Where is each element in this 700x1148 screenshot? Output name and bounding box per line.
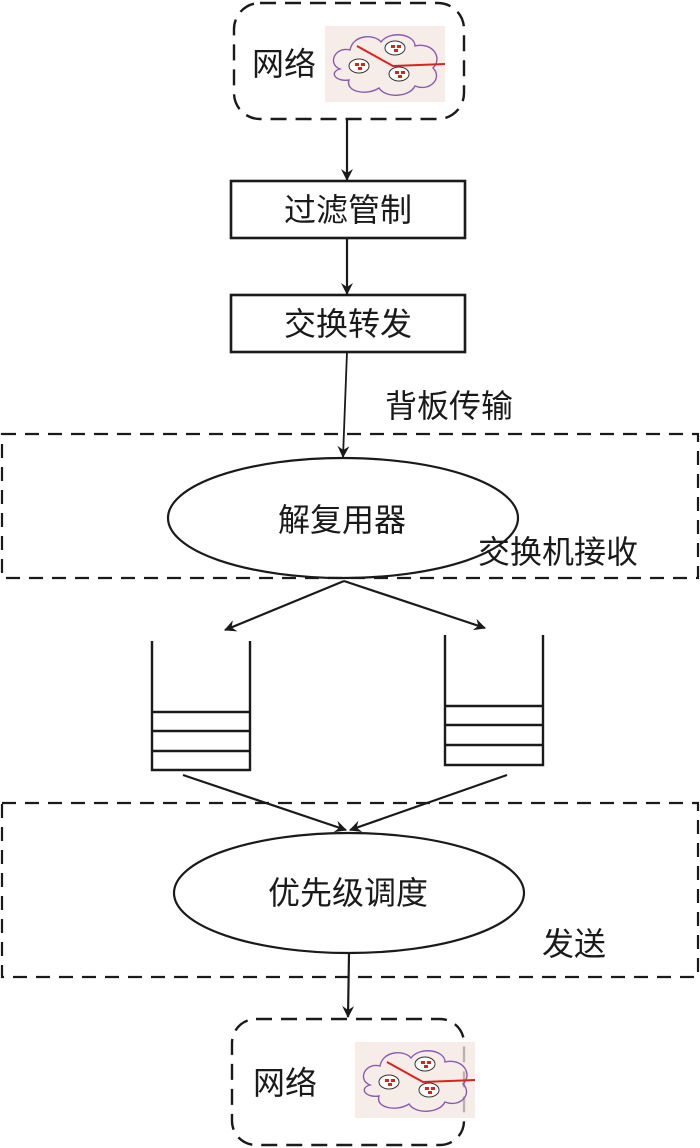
backplane-label: 背板传输 — [385, 387, 514, 425]
send-group-label: 发送 — [542, 925, 607, 963]
arrow-demux-to-right-queue — [343, 579, 486, 631]
network-cloud-icon — [324, 25, 446, 103]
network-cloud-icon — [354, 1041, 476, 1119]
receive-group-label: 交换机接收 — [478, 533, 639, 571]
switch-forward-label: 交换转发 — [283, 305, 413, 343]
queue-left — [150, 641, 252, 772]
network-top-label: 网络 — [252, 45, 317, 83]
receive-group-box — [0, 432, 700, 580]
network-bottom-label: 网络 — [253, 1064, 318, 1102]
scheduler-label: 优先级调度 — [267, 874, 429, 912]
arrow-demux-to-left-queue — [224, 579, 345, 632]
network-top-box — [232, 1, 466, 121]
demux-label: 解复用器 — [277, 501, 407, 539]
send-group-box — [0, 801, 700, 979]
arrow-backplane — [337, 351, 350, 458]
filter-label: 过滤管制 — [283, 191, 413, 229]
demux-ellipse — [166, 456, 520, 580]
queue-right — [443, 635, 545, 767]
switch-forward-box — [229, 293, 467, 354]
arrow-scheduler-to-network — [342, 952, 355, 1018]
filter-box — [229, 179, 467, 240]
